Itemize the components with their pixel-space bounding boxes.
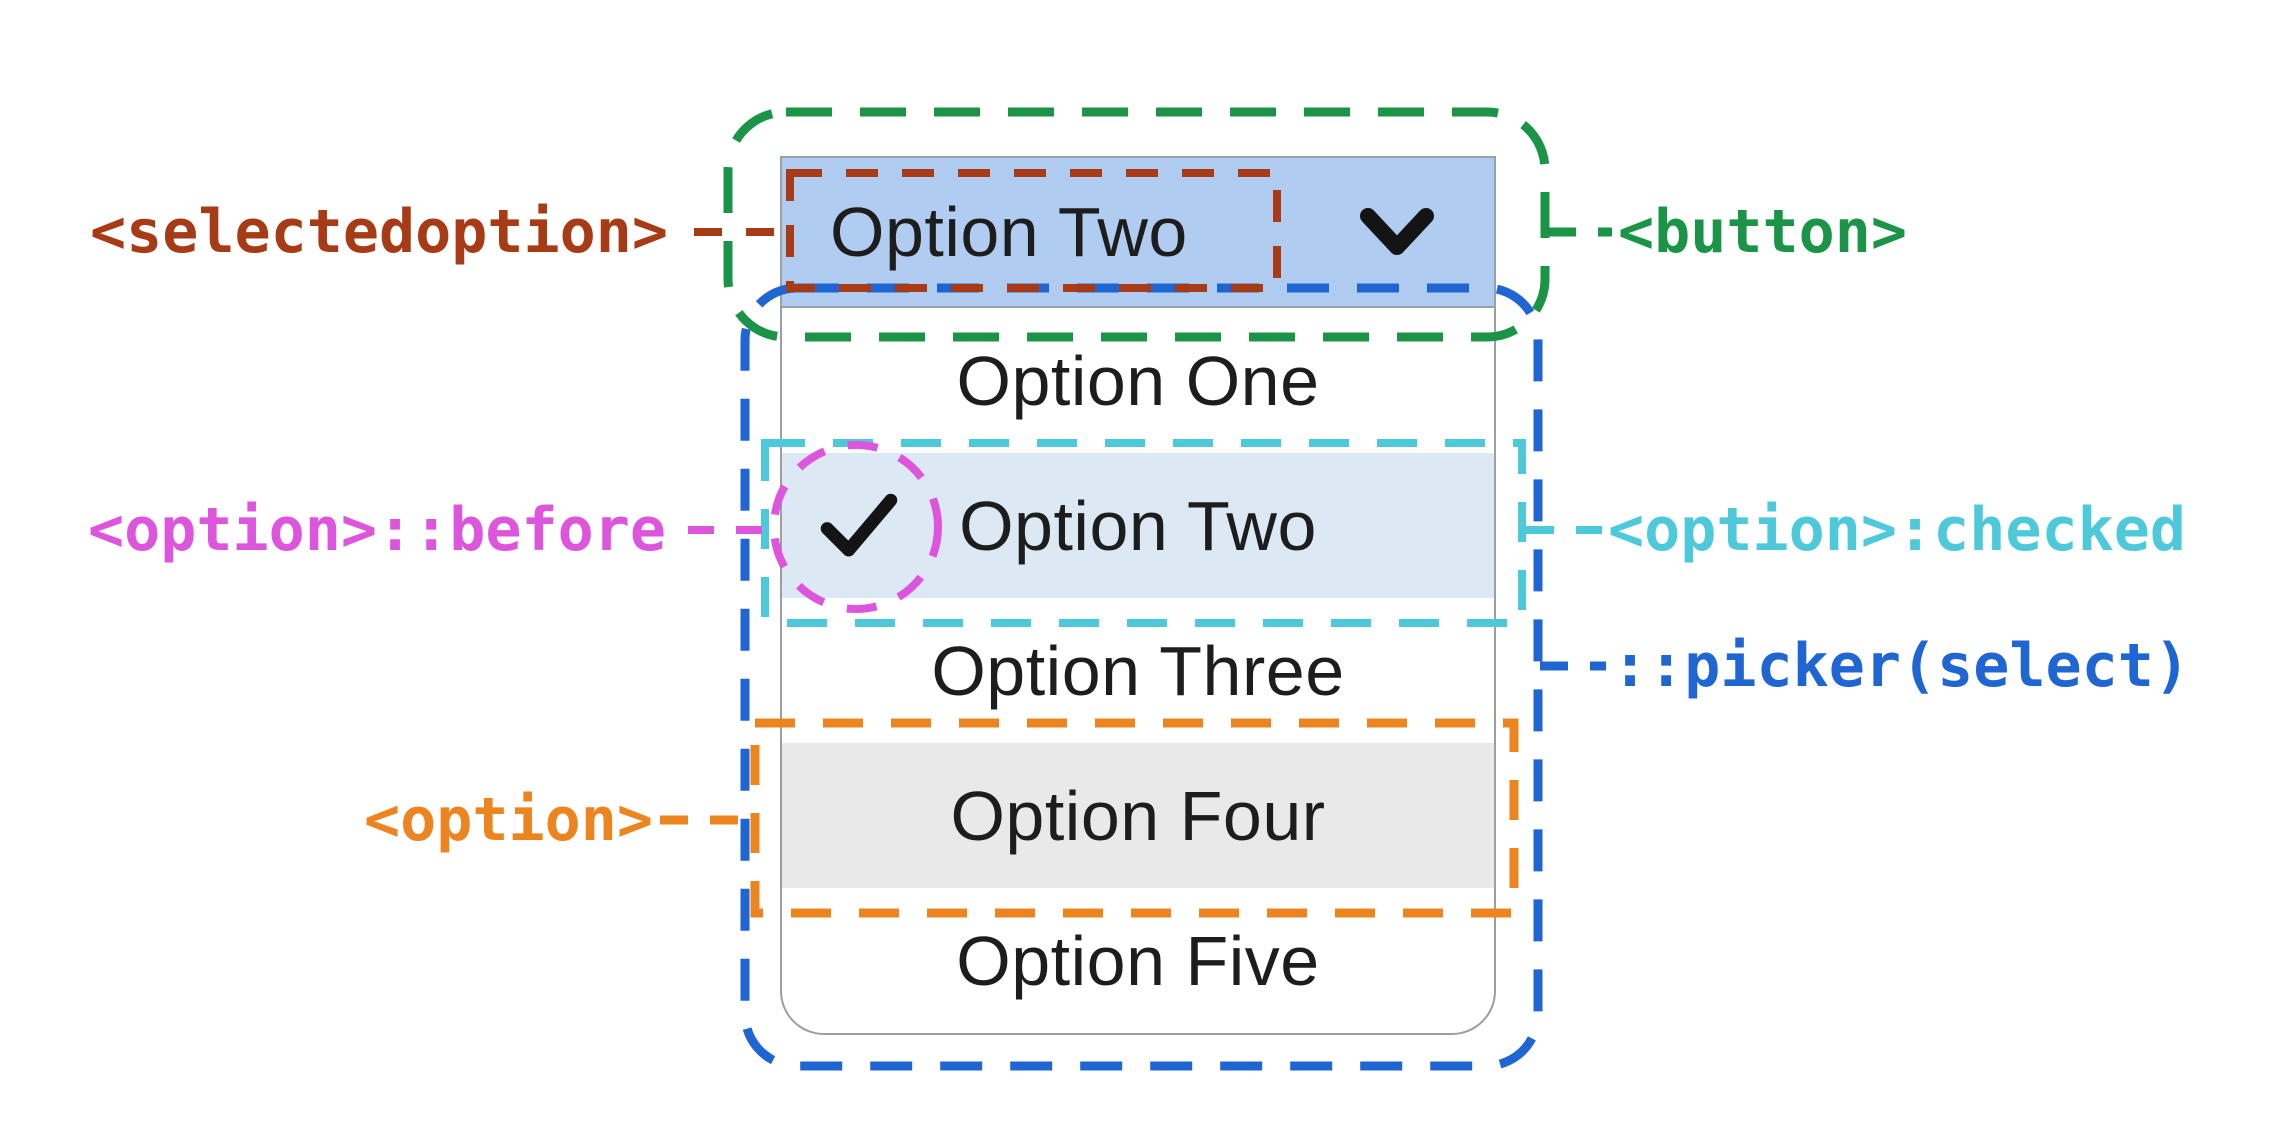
option-label: Option One (956, 341, 1320, 420)
checkmark-icon (816, 487, 902, 565)
option-checked-label: <option>:checked (1608, 495, 2186, 565)
select-widget: Option Two Option One Option Two Option … (780, 156, 1496, 1035)
option-label-tag: <option> (364, 785, 653, 855)
chevron-down-icon (1360, 208, 1434, 255)
picker-select-label: ::picker(select) (1612, 631, 2190, 701)
option-row-four[interactable]: Option Four (782, 743, 1494, 888)
option-label: Option Three (931, 631, 1345, 710)
option-label: Option Four (950, 776, 1326, 855)
selected-option-label: Option Two (830, 193, 1188, 271)
option-row-three[interactable]: Option Three (782, 598, 1494, 743)
selectedoption-label: <selectedoption> (90, 197, 668, 267)
select-picker-list: Option One Option Two Option Three Optio… (780, 308, 1496, 1035)
button-label: <button> (1618, 197, 1907, 267)
option-row-five[interactable]: Option Five (782, 888, 1494, 1033)
option-row-two-checked[interactable]: Option Two (782, 453, 1494, 598)
select-button[interactable]: Option Two (780, 156, 1496, 308)
option-label: Option Five (956, 921, 1320, 1000)
option-before-label: <option>::before (88, 495, 666, 565)
option-label: Option Two (959, 486, 1317, 565)
option-row-one[interactable]: Option One (782, 308, 1494, 453)
